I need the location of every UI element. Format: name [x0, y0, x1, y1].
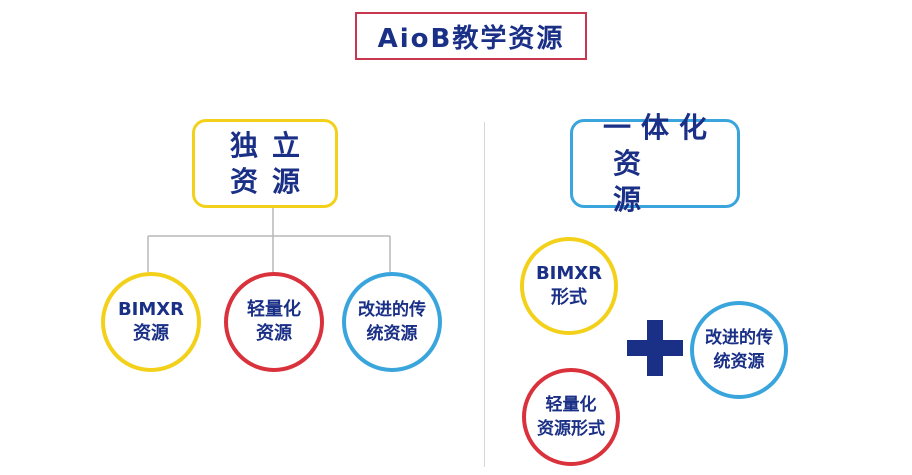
- circle-improved-traditional-resources: 改进的传 统资源: [342, 272, 442, 372]
- circle-label-line2: 资源: [133, 323, 169, 344]
- circle-lightweight-resource-form: 轻量化 资源形式: [522, 368, 620, 466]
- integrated-resources-line2: 资源: [613, 146, 682, 216]
- independent-resources-line2: 资源: [229, 164, 314, 198]
- circle-label-line2: 形式: [551, 287, 587, 308]
- circle-bimxr-resources: BIMXR 资源: [101, 272, 201, 372]
- circle-label-line2: 资源: [256, 323, 292, 344]
- section-divider: [484, 122, 485, 467]
- circle-improved-traditional-resources-right: 改进的传 统资源: [690, 301, 788, 399]
- independent-resources-box: 独立 资源: [192, 119, 338, 208]
- circle-label-line1: 改进的传: [705, 328, 773, 348]
- circle-label-line1: 轻量化: [247, 299, 301, 320]
- circle-label-line2: 统资源: [366, 324, 418, 344]
- independent-resources-line1: 独立: [229, 128, 314, 162]
- circle-label-line1: BIMXR: [535, 263, 603, 284]
- circle-label-line1: BIMXR: [117, 299, 185, 320]
- page-title: AioB教学资源: [355, 12, 587, 60]
- integrated-resources-line1: 一体化: [602, 110, 717, 144]
- circle-label-line2: 资源形式: [537, 419, 605, 439]
- circle-lightweight-resources: 轻量化 资源: [224, 272, 324, 372]
- circle-bimxr-form: BIMXR 形式: [520, 237, 618, 335]
- circle-label-line1: 轻量化: [545, 395, 597, 415]
- circle-label-line2: 统资源: [713, 352, 765, 372]
- plus-icon-bar: [627, 340, 683, 356]
- integrated-resources-box: 一体化 资源: [570, 111, 740, 216]
- circle-label-line1: 改进的传: [358, 300, 426, 320]
